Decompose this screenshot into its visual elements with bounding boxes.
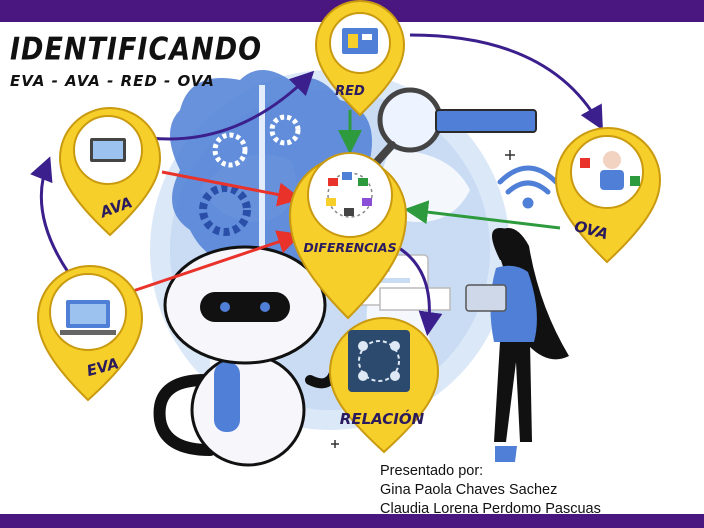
credits-author: Claudia Lorena Perdomo Pascuas [380, 501, 601, 517]
node-ava[interactable]: AVA [58, 107, 162, 237]
gears-network-icon [348, 330, 410, 392]
node-ova[interactable]: OVA [554, 127, 662, 264]
person-icon [603, 151, 621, 169]
presentation-icon [342, 28, 378, 54]
node-relacion[interactable]: RELACIÓN [328, 317, 440, 454]
woman-with-tablet-illustration [465, 228, 569, 462]
node-relacion-label: RELACIÓN [340, 409, 425, 428]
main-title: IDENTIFICANDO [10, 32, 263, 68]
node-eva[interactable]: EVA [36, 265, 144, 402]
arrow-ava-to-diferencias [161, 170, 302, 207]
arrow-red-to-ova [409, 33, 603, 131]
node-red[interactable]: RED [314, 0, 406, 117]
credits-author: Gina Paola Chaves Sachez [380, 482, 558, 498]
arrow-eva-to-diferencias [129, 230, 302, 294]
node-red-label: RED [335, 84, 365, 99]
credits-heading: Presentado por: [380, 463, 484, 479]
node-diferencias-label: DIFERENCIAS [303, 240, 396, 255]
arrow-eva-to-ava [30, 156, 70, 273]
arrow-ova-to-diferencias [404, 200, 561, 230]
network-icon [326, 172, 373, 218]
search-bar-shape [435, 109, 537, 133]
wifi-icon [497, 165, 559, 209]
robot-illustration [153, 245, 340, 467]
subtitle: EVA - AVA - RED - OVA [10, 72, 215, 90]
node-diferencias[interactable]: DIFERENCIAS [288, 152, 408, 320]
bottom-band [0, 514, 704, 528]
sparkle-icons [331, 150, 515, 448]
credits: Presentado por: Gina Paola Chaves Sachez… [380, 462, 601, 519]
